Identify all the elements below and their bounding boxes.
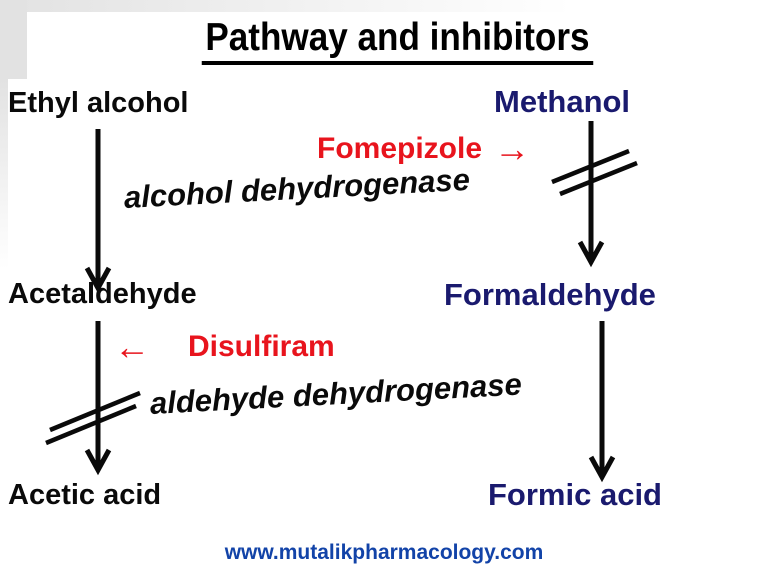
disulfiram-label: Disulfiram	[188, 330, 335, 363]
inhibition-slash-ethanol-2	[45, 403, 137, 446]
title-background-box	[27, 12, 768, 76]
arrowhead-methanol-step1	[577, 240, 605, 268]
top-gray-strip	[0, 0, 572, 12]
page-title: Pathway and inhibitors	[201, 16, 594, 65]
label-acetic-acid: Acetic acid	[8, 479, 162, 511]
title-container: Pathway and inhibitors	[27, 16, 768, 65]
fomepizole-label: Fomepizole	[317, 132, 483, 165]
arrowhead-ethanol-step2	[84, 448, 112, 476]
inhibition-slash-methanol-1	[551, 148, 630, 185]
label-ethyl-alcohol: Ethyl alcohol	[8, 87, 189, 119]
inhibitor-disulfiram: ← Disulfiram	[114, 325, 335, 367]
label-acetaldehyde: Acetaldehyde	[8, 278, 197, 310]
right-arrow-icon: →	[494, 127, 531, 169]
label-formic-acid: Formic acid	[488, 477, 662, 512]
arrowhead-ethanol-step1	[84, 266, 112, 294]
label-methanol: Methanol	[494, 84, 631, 119]
left-arrow-icon: ←	[114, 325, 150, 367]
top-left-gray-block	[0, 0, 27, 79]
inhibition-slash-methanol-2	[559, 160, 638, 197]
inhibition-slash-ethanol-1	[49, 390, 141, 433]
website-url: www.mutalikpharmacology.com	[224, 541, 544, 564]
left-gray-strip	[0, 79, 8, 269]
label-formaldehyde: Formaldehyde	[444, 277, 656, 312]
inhibitor-fomepizole: Fomepizole →	[317, 127, 531, 169]
arrowhead-methanol-step2	[588, 455, 616, 483]
